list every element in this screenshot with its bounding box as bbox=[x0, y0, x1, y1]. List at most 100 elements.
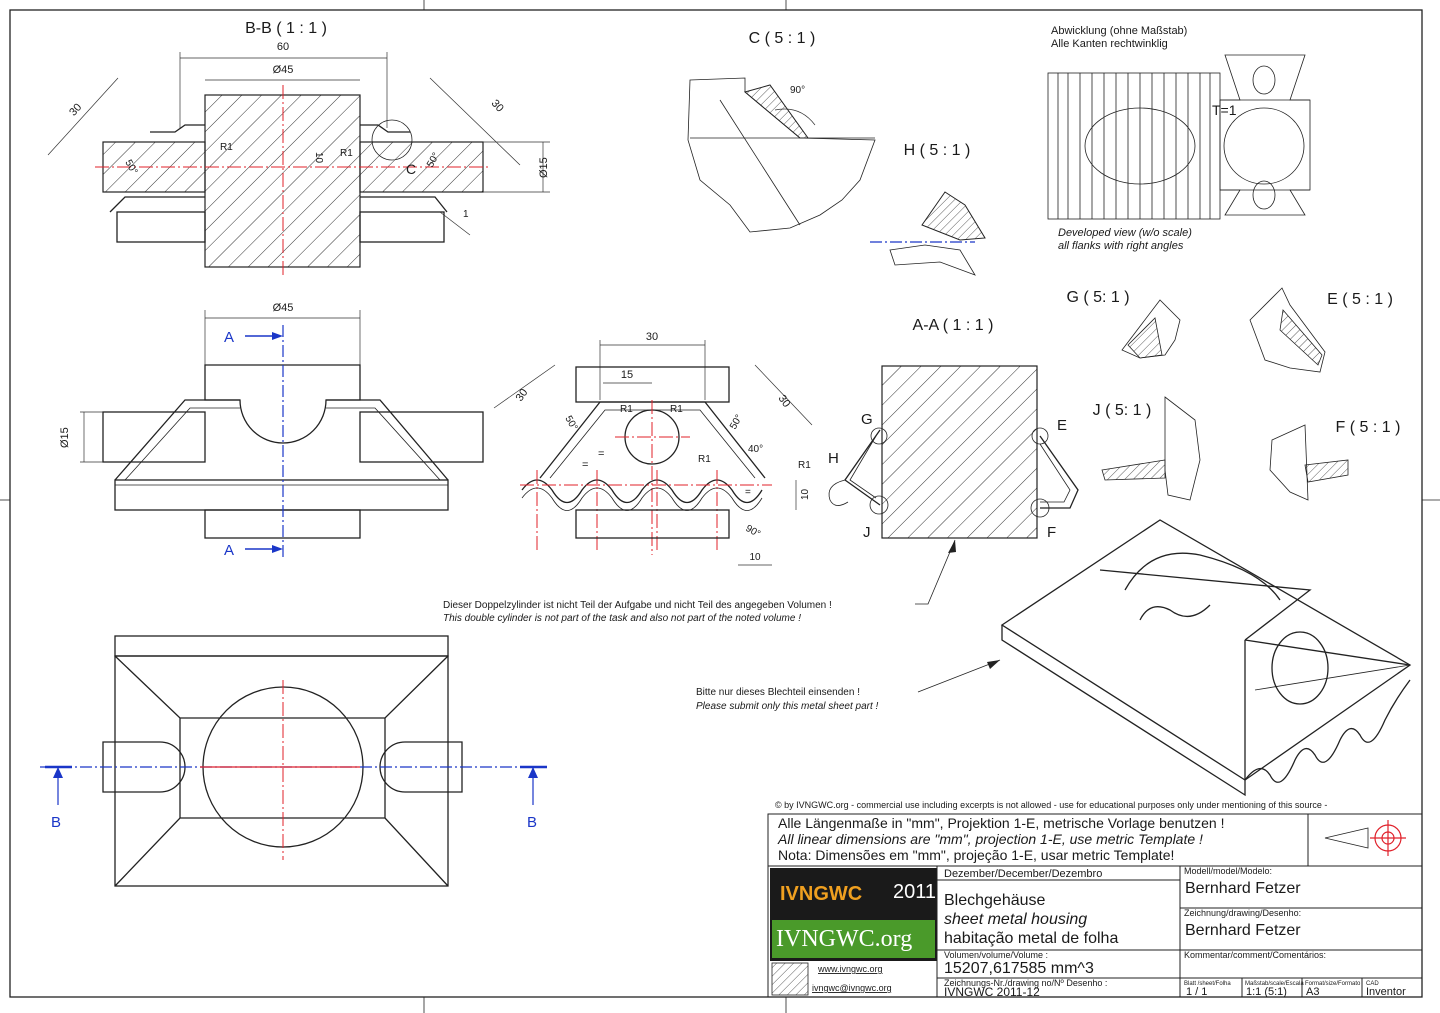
view-g-title: G ( 5: 1 ) bbox=[1066, 289, 1129, 306]
view-isometric bbox=[1000, 519, 1412, 797]
tb-drawing-no-label: Zeichnungs-Nr./drawing no/Nº Desenho : bbox=[944, 978, 1107, 988]
bb-detail-c-label: C bbox=[406, 161, 416, 177]
side-eq-1: = bbox=[598, 448, 604, 460]
bb-dim-30-left: 30 bbox=[67, 101, 84, 118]
bb-dim-r1-left: R1 bbox=[220, 142, 233, 153]
view-c-angle: 90° bbox=[790, 85, 805, 96]
tb-sheet: 1 / 1 bbox=[1186, 986, 1207, 998]
dev-thickness: T=1 bbox=[1212, 102, 1237, 118]
dev-title-de: Abwicklung (ohne Maßstab) bbox=[1051, 25, 1187, 37]
tb-units-pt: Nota: Dimensões em "mm", projeção 1-E, u… bbox=[778, 847, 1174, 863]
logo-org: IVNGWC.org bbox=[776, 926, 912, 952]
view-detail-j: J ( 5: 1 ) bbox=[1093, 396, 1201, 501]
aa-core-block bbox=[881, 365, 1038, 539]
side-dim-r1-c: R1 bbox=[698, 454, 711, 465]
tb-drawing-no: IVNGWC 2011-12 bbox=[944, 985, 1040, 999]
dev-title-en: Developed view (w/o scale) bbox=[1058, 227, 1192, 239]
tb-name-pt: habitação metal de folha bbox=[944, 930, 1118, 947]
dev-subtitle-de: Alle Kanten rechtwinklig bbox=[1051, 38, 1168, 50]
tb-comment-label: Kommentar/comment/Comentários: bbox=[1184, 950, 1326, 960]
view-bb-title: B-B ( 1 : 1 ) bbox=[245, 20, 327, 37]
tb-units-de: Alle Längenmaße in "mm", Projektion 1-E,… bbox=[778, 815, 1225, 831]
front-dim-d15: Ø15 bbox=[59, 427, 71, 448]
front-dim-d45: Ø45 bbox=[273, 302, 294, 314]
view-side: 30 15 30 30 R1 R1 R1 R1 50° 50° 40° 90° … bbox=[493, 331, 813, 566]
bb-dim-30-right: 30 bbox=[489, 97, 506, 114]
bb-dim-d15: Ø15 bbox=[538, 157, 550, 178]
side-dim-10-vertical: 10 bbox=[800, 488, 811, 500]
top-cut-b-left: B bbox=[51, 814, 61, 831]
note-submit-de: Bitte nur dieses Blechteil einsenden ! bbox=[696, 687, 860, 698]
bb-dim-d45: Ø45 bbox=[273, 64, 294, 76]
side-dim-15: 15 bbox=[621, 369, 633, 381]
aa-label-h: H bbox=[828, 450, 839, 467]
bb-dim-1: 1 bbox=[463, 209, 469, 220]
aa-label-f: F bbox=[1047, 524, 1056, 541]
top-cut-b-right: B bbox=[527, 814, 537, 831]
view-bb-section: B-B ( 1 : 1 ) 60 Ø45 30 30 R1 R1 10 50° … bbox=[47, 20, 550, 275]
view-j-title: J ( 5: 1 ) bbox=[1093, 402, 1152, 419]
tb-name-de: Blechgehäuse bbox=[944, 892, 1046, 909]
tb-format: A3 bbox=[1306, 986, 1319, 998]
view-front: Ø45 Ø15 A A bbox=[59, 302, 484, 560]
tb-volume: 15207,617585 mm^3 bbox=[944, 960, 1094, 977]
side-dim-30-left: 30 bbox=[514, 387, 531, 404]
note-submit-en: Please submit only this metal sheet part… bbox=[696, 701, 879, 712]
side-dim-r1-d: R1 bbox=[798, 460, 811, 471]
front-cut-a-bottom: A bbox=[224, 542, 234, 559]
tb-units-en: All linear dimensions are "mm", projecti… bbox=[777, 831, 1203, 847]
view-f-title: F ( 5 : 1 ) bbox=[1336, 419, 1401, 436]
side-eq-2: = bbox=[582, 459, 588, 471]
tb-email: ivngwc@ivngwc.org bbox=[812, 983, 892, 993]
note-cylinder-en: This double cylinder is not part of the … bbox=[443, 613, 801, 624]
tb-date: Dezember/December/Dezembro bbox=[944, 868, 1102, 880]
note-copyright: © by IVNGWC.org - commercial use includi… bbox=[775, 800, 1327, 810]
qr-code bbox=[771, 962, 809, 996]
aa-label-e: E bbox=[1057, 417, 1067, 434]
tb-cad: Inventor bbox=[1366, 986, 1406, 998]
side-dim-r1-a: R1 bbox=[620, 404, 633, 415]
view-detail-h: H ( 5 : 1 ) bbox=[870, 142, 986, 276]
bb-dim-60: 60 bbox=[277, 41, 289, 53]
side-dim-30-right: 30 bbox=[776, 393, 793, 410]
tb-cad-label: CAD bbox=[1366, 981, 1379, 987]
view-aa-section: A-A ( 1 : 1 ) G E H J F bbox=[828, 317, 1079, 541]
tb-name-en: sheet metal housing bbox=[944, 911, 1087, 928]
side-dim-50-left: 50° bbox=[562, 414, 579, 433]
tb-model-author: Bernhard Fetzer bbox=[1185, 880, 1301, 897]
view-developed: Abwicklung (ohne Maßstab) Alle Kanten re… bbox=[1047, 25, 1311, 252]
tb-format-label: Format/size/Formato bbox=[1305, 981, 1361, 987]
side-dim-50-right: 50° bbox=[728, 413, 745, 432]
view-detail-e: E ( 5 : 1 ) bbox=[1249, 287, 1393, 373]
view-detail-c: C ( 5 : 1 ) 90° bbox=[687, 30, 876, 233]
view-top: B B bbox=[40, 635, 547, 887]
bb-dim-r1-right: R1 bbox=[340, 148, 353, 159]
side-dim-30: 30 bbox=[646, 331, 658, 343]
tb-sheet-label: Blatt /sheet/Folha bbox=[1184, 981, 1231, 987]
view-c-title: C ( 5 : 1 ) bbox=[749, 30, 816, 47]
front-cut-a-top: A bbox=[224, 329, 234, 346]
logo-year: 2011 bbox=[893, 881, 936, 903]
notes: Dieser Doppelzylinder ist nicht Teil der… bbox=[443, 539, 1327, 810]
side-dim-90: 90° bbox=[744, 523, 763, 540]
side-dim-40: 40° bbox=[748, 444, 763, 455]
tb-scale: 1:1 (5:1) bbox=[1246, 986, 1287, 998]
aa-label-g: G bbox=[861, 411, 873, 428]
side-eq-3: = bbox=[745, 487, 751, 498]
ivngwc-logo: IVNGWC 2011 IVNGWC.org bbox=[770, 868, 937, 961]
side-dim-r1-b: R1 bbox=[670, 404, 683, 415]
tb-model-label: Modell/model/Modelo: bbox=[1184, 866, 1272, 876]
bb-dim-10: 10 bbox=[313, 152, 324, 164]
dev-subtitle-en: all flanks with right angles bbox=[1058, 240, 1184, 252]
projection-symbol bbox=[1324, 820, 1406, 856]
title-block: Alle Längenmaße in "mm", Projektion 1-E,… bbox=[767, 813, 1423, 999]
tb-web: www.ivngwc.org bbox=[817, 964, 883, 974]
aa-label-j: J bbox=[863, 524, 871, 541]
view-detail-g: G ( 5: 1 ) bbox=[1066, 289, 1181, 359]
view-h-title: H ( 5 : 1 ) bbox=[904, 142, 971, 159]
tb-drawing-author: Bernhard Fetzer bbox=[1185, 922, 1301, 939]
logo-name: IVNGWC bbox=[780, 883, 862, 905]
note-cylinder-de: Dieser Doppelzylinder ist nicht Teil der… bbox=[443, 600, 832, 611]
